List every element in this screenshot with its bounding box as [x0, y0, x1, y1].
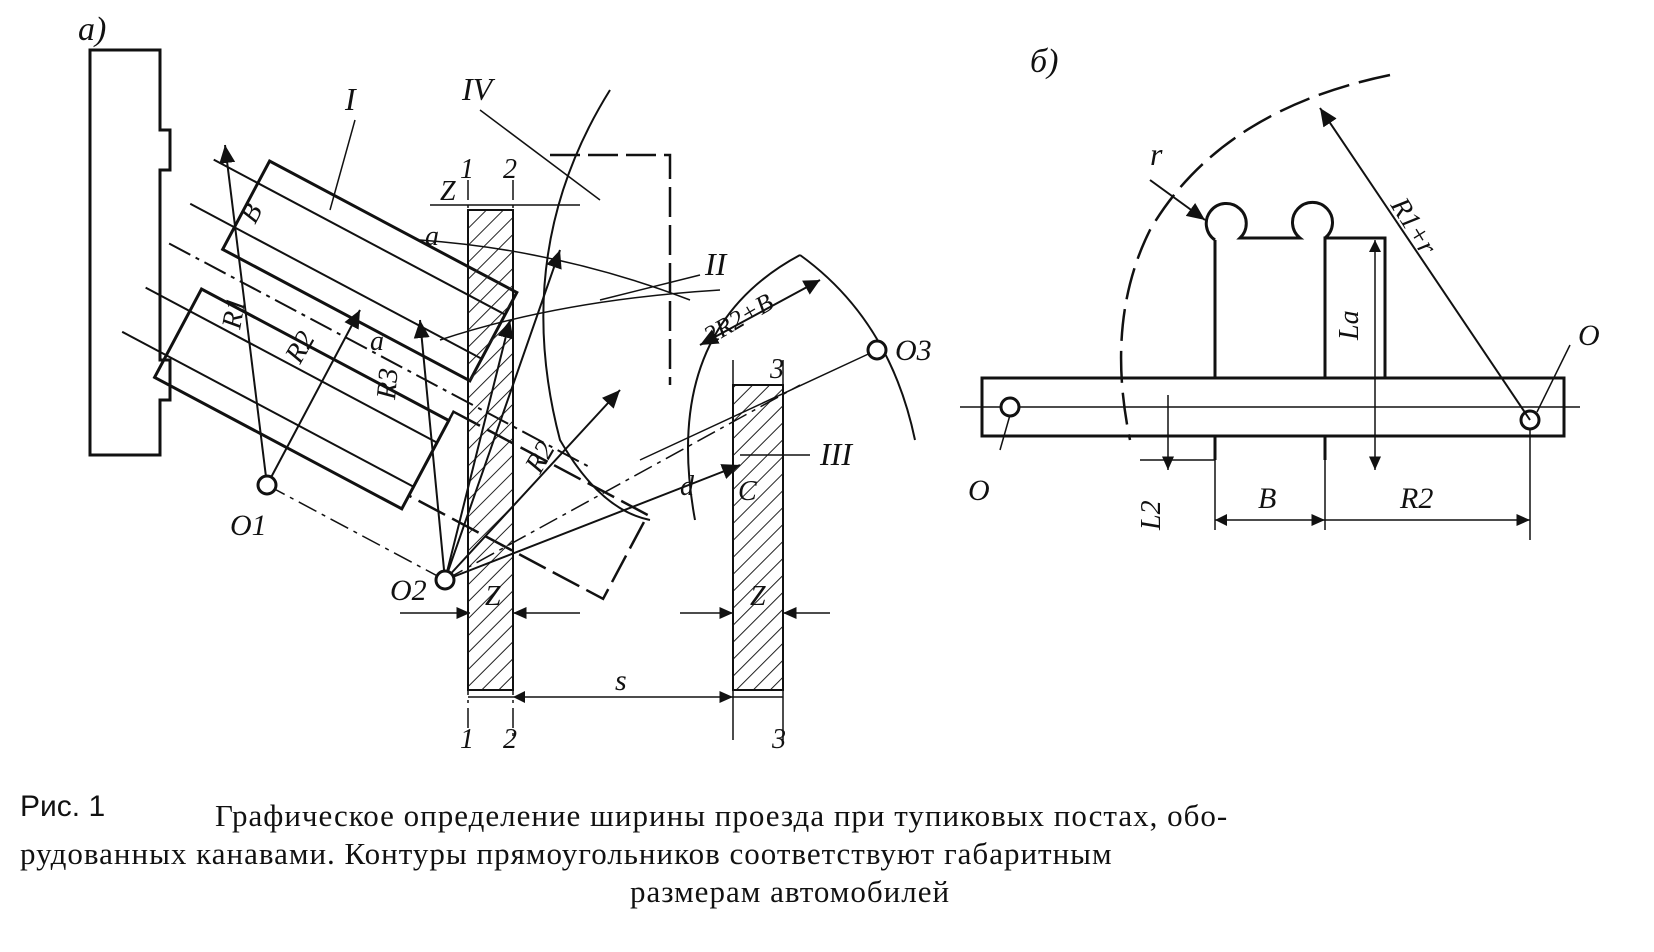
line-3-bottom: 3	[771, 724, 786, 755]
vehicle-rect-lower	[152, 287, 451, 511]
center-o2-label: O2	[390, 574, 427, 607]
dim-a-top-label: a	[425, 221, 439, 252]
caption-line-1: Графическое определение ширины проезда п…	[215, 798, 1229, 833]
dim-d-label: d	[680, 471, 695, 502]
center-o-left	[999, 396, 1021, 418]
radius-r-label: r	[1150, 136, 1163, 172]
panel-a-tag: а)	[78, 11, 106, 48]
dim-a-mid-label: a	[370, 326, 384, 357]
dim-b-label: B	[234, 199, 269, 229]
radius-r1r-label: R1+r	[1384, 191, 1443, 260]
pit-right	[1323, 236, 1387, 378]
panel-b-tag: б)	[1030, 43, 1058, 80]
panel-a	[88, 48, 916, 740]
center-o-right-label: O	[1578, 319, 1600, 352]
panel-b	[960, 73, 1580, 540]
dim-s-label: s	[615, 664, 627, 697]
center-o2	[434, 569, 456, 591]
line-1-top: 1	[460, 154, 474, 185]
dim-z-right-label: Z	[750, 581, 766, 612]
dim-z-left-label: Z	[485, 581, 501, 612]
radius-r1-label: R1	[216, 295, 252, 332]
panel-b-labels: б) r R1+r La O O L2 B R2	[968, 43, 1600, 531]
dim-r2-label-b: R2	[1399, 482, 1433, 515]
center-o1	[256, 474, 278, 496]
line-2-top: 2	[503, 154, 517, 185]
line-2-bottom: 2	[503, 724, 517, 755]
caption-line-2: рудованных канавами. Контуры прямоугольн…	[20, 836, 1113, 871]
radius-r3-label: R3	[371, 367, 405, 402]
center-o-left-label: O	[968, 474, 990, 507]
dim-b-label-b: B	[1258, 482, 1276, 515]
caption-line-3: размерам автомобилей	[630, 874, 951, 909]
dim-l2-label: L2	[1136, 500, 1167, 531]
figure-label: Рис. 1	[20, 790, 106, 823]
building-wall	[88, 48, 172, 457]
center-o3	[866, 339, 888, 361]
radius-r2b-label: R2	[519, 436, 562, 479]
center-o3-label: O3	[895, 334, 932, 367]
roman-i: I	[344, 81, 357, 117]
dim-la-label: La	[1334, 310, 1365, 341]
roman-iv: IV	[461, 71, 496, 107]
line-3-top: 3	[769, 354, 784, 385]
hatched-post-3	[732, 384, 784, 691]
line-1-bottom: 1	[460, 724, 474, 755]
roman-ii: II	[704, 246, 728, 282]
dim-2r2b-label: 2R2+B	[699, 287, 779, 350]
dim-z-top-label: Z	[440, 176, 456, 207]
angled-bays	[121, 158, 650, 601]
roman-iii: III	[819, 436, 853, 472]
point-c-label: C	[738, 476, 757, 507]
center-o1-label: O1	[230, 509, 267, 542]
